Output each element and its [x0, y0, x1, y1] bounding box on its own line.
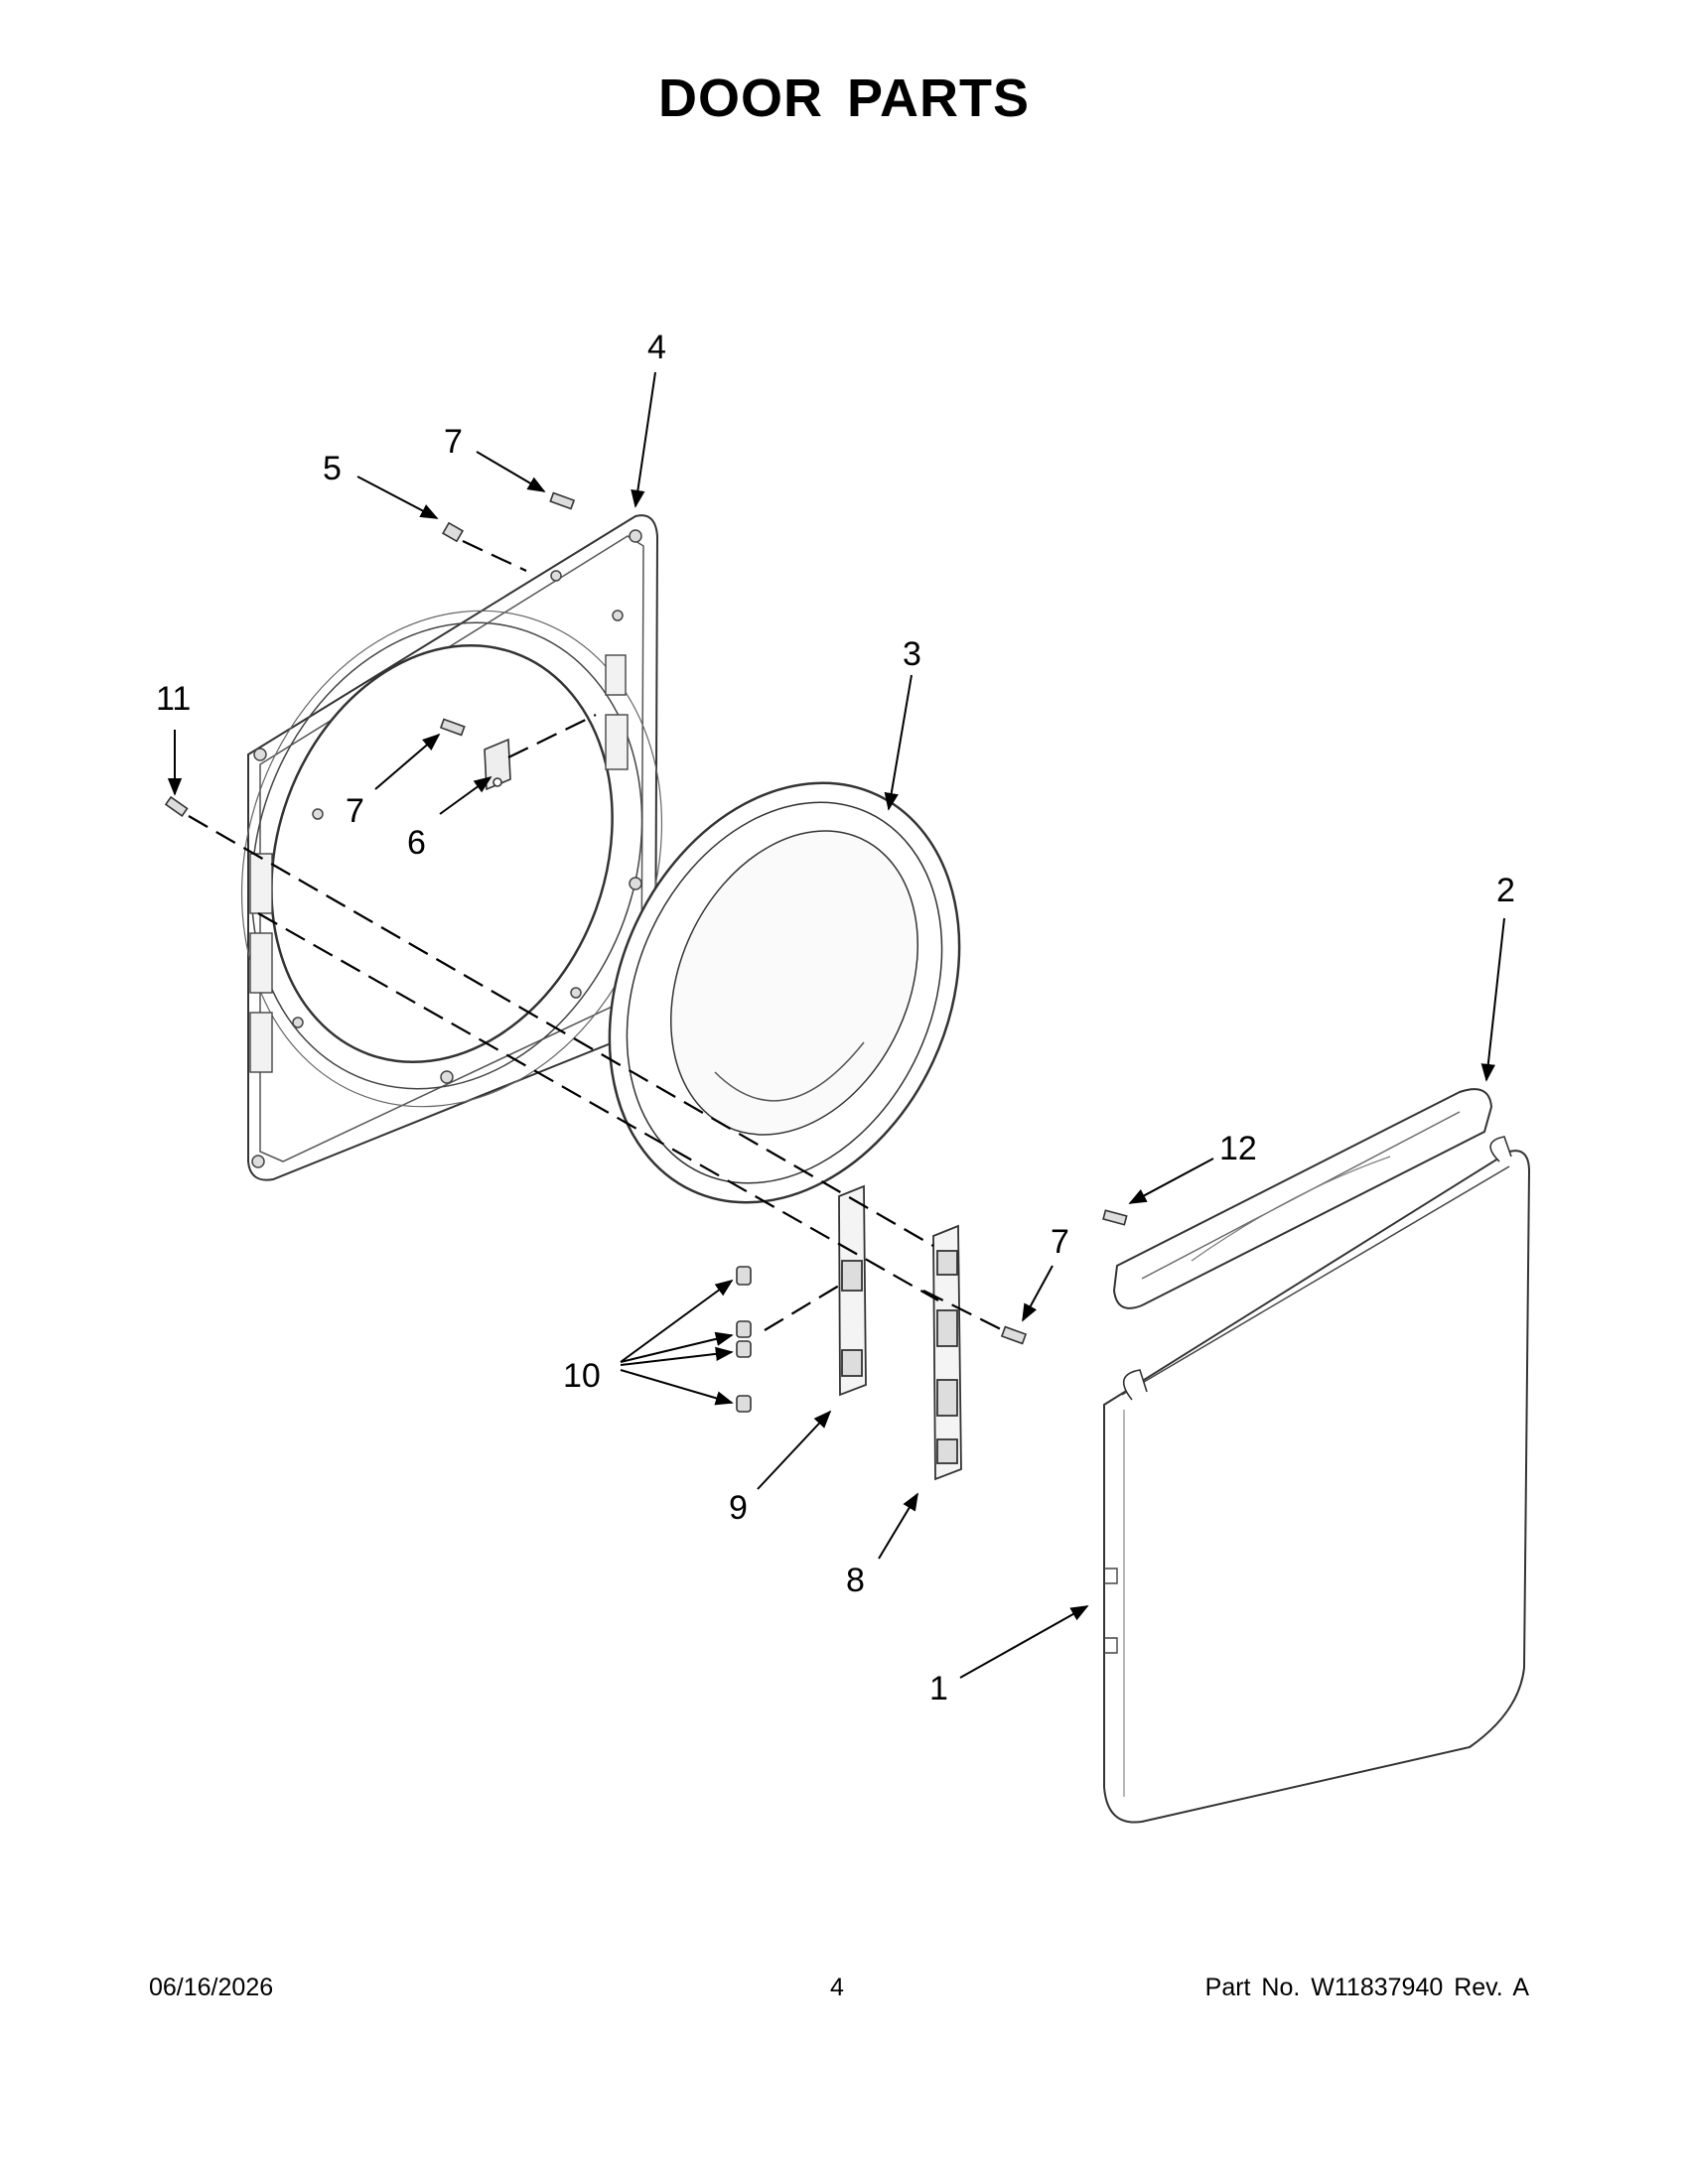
callout-2: 2	[1496, 872, 1515, 909]
door-handle-part-2	[1112, 1088, 1493, 1309]
callout-11: 11	[156, 680, 191, 718]
callout-5: 5	[323, 450, 342, 487]
door-inner-ring-part-3	[608, 781, 961, 1204]
callout-7-right: 7	[1051, 1223, 1069, 1261]
callout-8: 8	[846, 1562, 865, 1599]
callout-9: 9	[729, 1489, 748, 1527]
callout-10: 10	[563, 1357, 601, 1395]
spacers-part-10	[736, 1266, 752, 1413]
callout-1: 1	[929, 1670, 948, 1707]
page-title: DOOR PARTS	[657, 68, 1030, 128]
footer-date: 06/16/2026	[149, 1974, 274, 2001]
hinge-part-9	[838, 1184, 867, 1397]
callout-12: 12	[1219, 1130, 1257, 1167]
footer-page-number: 4	[830, 1974, 844, 2001]
outer-door-panel-part-1	[1103, 1136, 1531, 1824]
callout-3: 3	[903, 635, 921, 673]
assembly-dashed-lines	[188, 540, 1004, 1331]
leader-arrows	[167, 371, 1505, 1679]
callout-6: 6	[407, 824, 426, 862]
callout-labels: 4 7 5 3 11 7 6 2 12 7 10 9 8 1	[156, 329, 1515, 1707]
footer-part-number: Part No. W11837940 Rev. A	[1204, 1974, 1529, 2001]
screws	[164, 491, 1128, 1345]
callout-7-top: 7	[444, 423, 463, 461]
hinge-plate-part-8	[932, 1224, 962, 1481]
callout-7-left: 7	[346, 792, 364, 830]
callout-4: 4	[647, 329, 666, 366]
